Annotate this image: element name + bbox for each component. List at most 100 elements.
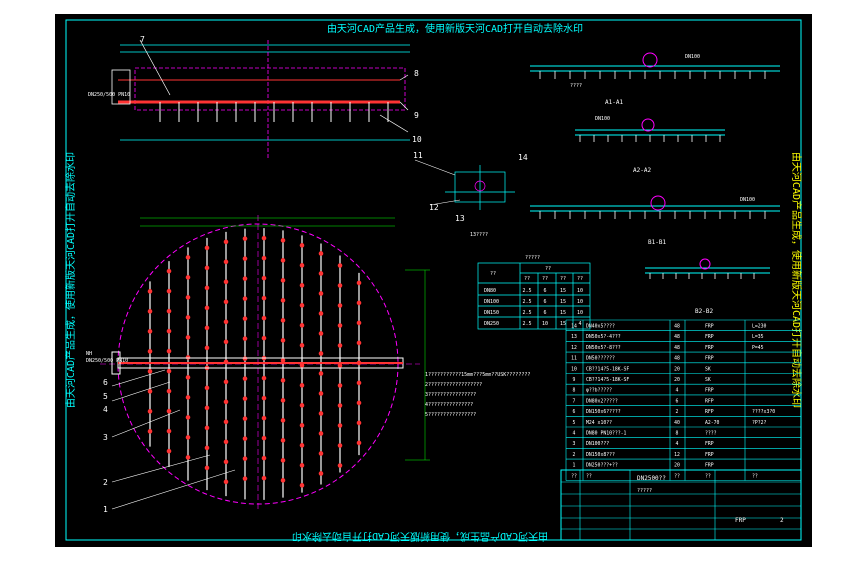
distribution-nozzle xyxy=(299,383,305,388)
distribution-nozzle xyxy=(261,435,267,441)
label-section-a2: A2-A2 xyxy=(633,167,651,174)
distribution-nozzle xyxy=(223,399,229,405)
distribution-nozzle xyxy=(166,388,172,394)
notes: 1???????????15mm???5mm??USK???????? 2???… xyxy=(425,372,530,418)
note-2: 2?????????????????? xyxy=(425,382,482,388)
bom-cell: 8 xyxy=(676,431,679,437)
distribution-nozzle xyxy=(280,318,286,323)
distribution-nozzle xyxy=(318,451,324,456)
distribution-nozzle xyxy=(204,405,210,411)
distribution-nozzle xyxy=(299,403,305,408)
distribution-nozzle xyxy=(166,428,172,434)
distribution-nozzle xyxy=(147,309,153,314)
bom-cell: 4 xyxy=(676,441,679,447)
label-part-8: 8 xyxy=(414,69,419,78)
distribution-nozzle xyxy=(242,276,248,281)
distribution-nozzle xyxy=(356,280,362,286)
distribution-nozzle xyxy=(204,385,210,391)
title-drawing-name: DN2500?? xyxy=(637,475,666,482)
distribution-nozzle xyxy=(185,315,191,320)
bom-cell: 6 xyxy=(573,409,576,415)
bom-cell: ????x3?0 xyxy=(752,409,775,415)
distribution-nozzle xyxy=(318,351,324,356)
distribution-nozzle xyxy=(337,423,343,428)
distribution-nozzle xyxy=(223,299,229,305)
bom-header-cell: ?? xyxy=(705,473,711,479)
distribution-nozzle xyxy=(185,375,191,380)
distribution-nozzle xyxy=(204,305,210,311)
distribution-nozzle xyxy=(242,296,248,301)
pipe-table-cell: 6 xyxy=(543,288,546,294)
flange-detail xyxy=(445,165,515,210)
distribution-nozzle xyxy=(356,380,362,386)
distribution-nozzle xyxy=(242,456,248,461)
distribution-nozzle xyxy=(299,343,305,348)
bom-cell: L=230 xyxy=(752,324,767,330)
distribution-nozzle xyxy=(166,348,172,354)
label-part-7: 7 xyxy=(140,35,145,44)
distribution-nozzle xyxy=(261,255,267,261)
distribution-nozzle xyxy=(261,415,267,421)
bom-cell: 4 xyxy=(676,388,679,394)
distribution-nozzle xyxy=(185,355,191,360)
bom-cell: FRP xyxy=(705,441,714,447)
distribution-nozzle xyxy=(356,300,362,306)
distribution-nozzle xyxy=(337,303,343,308)
bom-cell: SK xyxy=(705,377,711,383)
bom-cell: 5 xyxy=(573,420,576,426)
inlet-flange xyxy=(111,69,131,105)
distribution-nozzle xyxy=(261,475,267,481)
distribution-nozzle xyxy=(223,319,229,325)
distribution-nozzle xyxy=(204,425,210,431)
bom-cell: 48 xyxy=(674,356,680,362)
bom-header-cell: ?? xyxy=(674,473,680,479)
distribution-nozzle xyxy=(299,363,305,368)
pipe-table-header: ?? xyxy=(577,276,583,282)
distribution-nozzle xyxy=(318,391,324,396)
distribution-nozzle xyxy=(318,431,324,436)
label-part-1: 1 xyxy=(103,505,108,514)
bom-header-cell: ?? xyxy=(571,473,577,479)
elevation-view xyxy=(111,39,410,160)
bom-header-cell: ?? xyxy=(752,473,758,479)
distribution-nozzle xyxy=(242,256,248,261)
distribution-nozzle xyxy=(242,236,248,241)
label-section-a1: A1-A1 xyxy=(605,99,623,106)
distribution-nozzle xyxy=(280,358,286,363)
watermark-right: 由天河CAD产品生成，使用新版天河CAD打开自动去除水印 xyxy=(790,152,803,408)
bom-cell: DN50x5?-4??? xyxy=(586,334,621,340)
bom-cell: 10 xyxy=(571,366,577,372)
title-block xyxy=(561,470,801,540)
distribution-nozzle xyxy=(147,409,153,414)
distribution-nozzle xyxy=(223,239,229,245)
bom-cell: 48 xyxy=(674,345,680,351)
pipe-table-cell: 15 xyxy=(560,310,566,316)
distribution-nozzle xyxy=(185,255,191,260)
distribution-nozzle xyxy=(261,395,267,401)
label-part-10: 10 xyxy=(412,135,422,144)
pipe-table-header: ?? xyxy=(490,271,496,277)
distribution-nozzle xyxy=(242,416,248,421)
distribution-nozzle xyxy=(356,420,362,426)
distribution-nozzle xyxy=(185,435,191,440)
distribution-nozzle xyxy=(299,483,305,488)
distribution-nozzle xyxy=(242,356,248,361)
bom-cell: DN50x5?-8??? xyxy=(586,345,621,351)
bom-cell: SK xyxy=(705,366,711,372)
distribution-nozzle xyxy=(223,419,229,425)
pipe-table-header: ?? xyxy=(542,276,548,282)
distribution-nozzle xyxy=(299,283,305,288)
distribution-nozzle xyxy=(185,295,191,300)
distribution-nozzle xyxy=(299,443,305,448)
bom-cell: 7 xyxy=(573,398,576,404)
distribution-nozzle xyxy=(356,340,362,346)
distribution-nozzle xyxy=(261,375,267,381)
distribution-nozzle xyxy=(242,476,248,481)
bom-cell: A2-70 xyxy=(705,420,720,426)
distribution-nozzle xyxy=(337,343,343,348)
distribution-nozzle xyxy=(280,278,286,283)
bom-cell: FRP xyxy=(705,463,714,469)
bom-cell: 12 xyxy=(571,345,577,351)
